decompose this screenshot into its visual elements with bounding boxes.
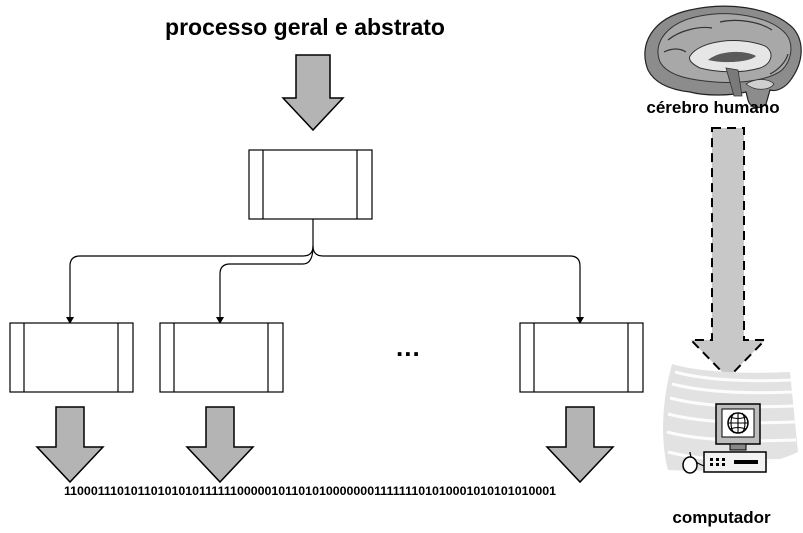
ellipsis: ...: [396, 332, 421, 362]
computer-label: computador: [672, 508, 771, 527]
binary-output: 1100011101011010101011111100000101101010…: [63, 484, 557, 498]
brain-label: cérebro humano: [646, 98, 780, 117]
process-box-child-1: [9, 322, 134, 393]
down-arrow-bottom-2: [185, 406, 255, 484]
down-arrow-top: [281, 54, 345, 132]
process-box-child-2: [159, 322, 284, 393]
connector-lines: [69, 219, 581, 318]
computer-image: [663, 364, 798, 474]
connector-arrowheads: [66, 317, 584, 324]
brain-image: [644, 5, 802, 109]
dashed-arrow: [688, 127, 768, 380]
process-box-child-3: [519, 322, 644, 393]
diagram-title: processo geral e abstrato: [165, 14, 445, 40]
process-box-top: [248, 149, 373, 220]
down-arrow-bottom-1: [35, 406, 105, 484]
down-arrow-bottom-3: [545, 406, 615, 484]
